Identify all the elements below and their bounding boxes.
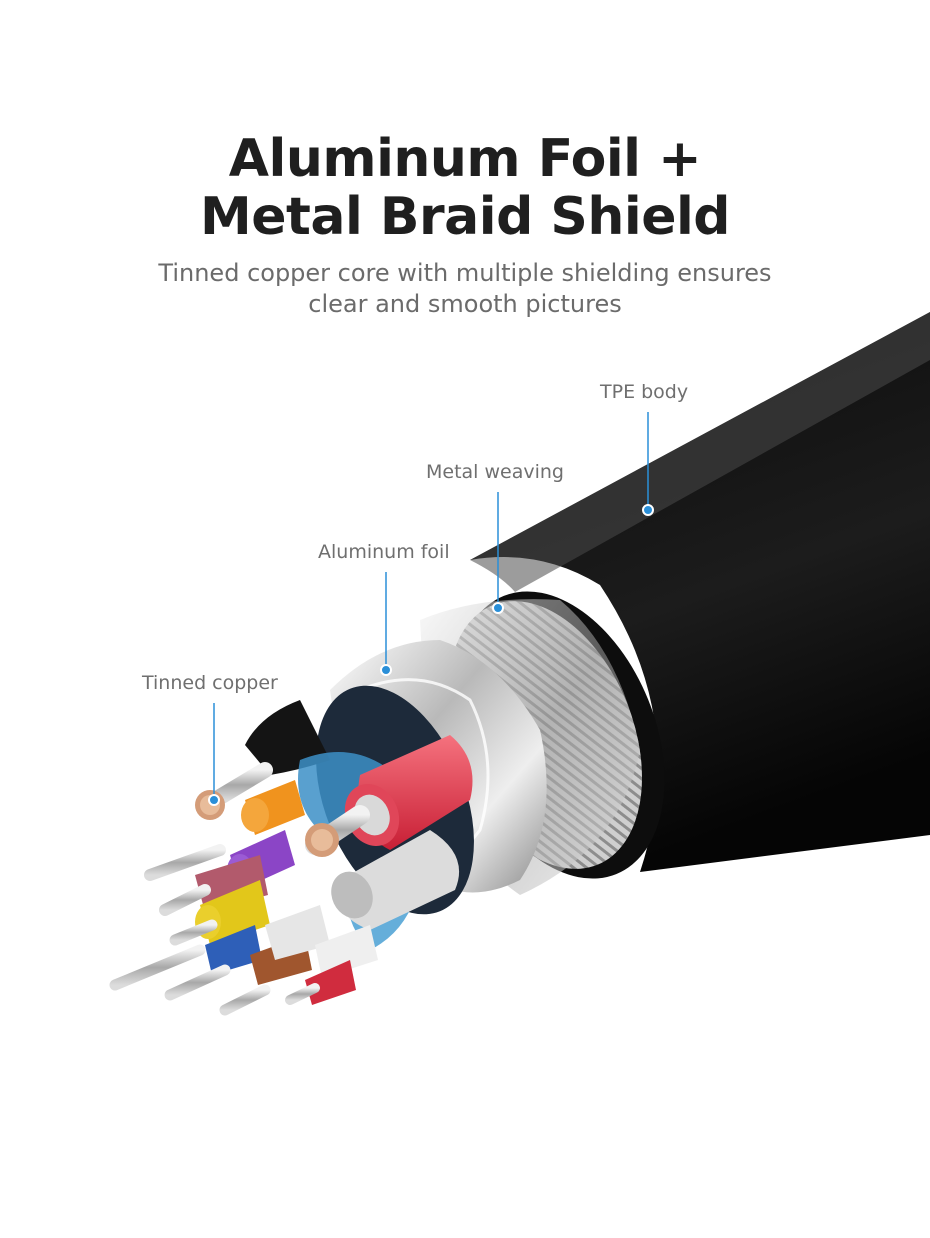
subheadline-line-2: clear and smooth pictures [308, 290, 622, 318]
white-wire [265, 905, 378, 978]
callout-aluminum-foil [380, 572, 392, 676]
headline-line-1: Aluminum Foil + [228, 129, 702, 189]
callout-metal-weaving [492, 492, 504, 614]
callout-tpe-body [642, 412, 654, 516]
label-metal-weaving: Metal weaving [426, 461, 564, 483]
small-red-wire [305, 960, 356, 1005]
white-insulated-core [331, 830, 460, 930]
callout-tinned-copper [208, 703, 220, 806]
headline-line-2: Metal Braid Shield [199, 187, 731, 247]
subheadline-line-1: Tinned copper core with multiple shieldi… [158, 259, 772, 287]
black-core [245, 700, 330, 775]
label-tpe-body: TPE body [600, 381, 689, 403]
red-insulated-core [344, 735, 473, 850]
orange-wire [241, 780, 305, 835]
label-aluminum-foil: Aluminum foil [318, 541, 450, 563]
blue-wire [205, 925, 262, 975]
label-tinned-copper: Tinned copper [142, 672, 278, 694]
